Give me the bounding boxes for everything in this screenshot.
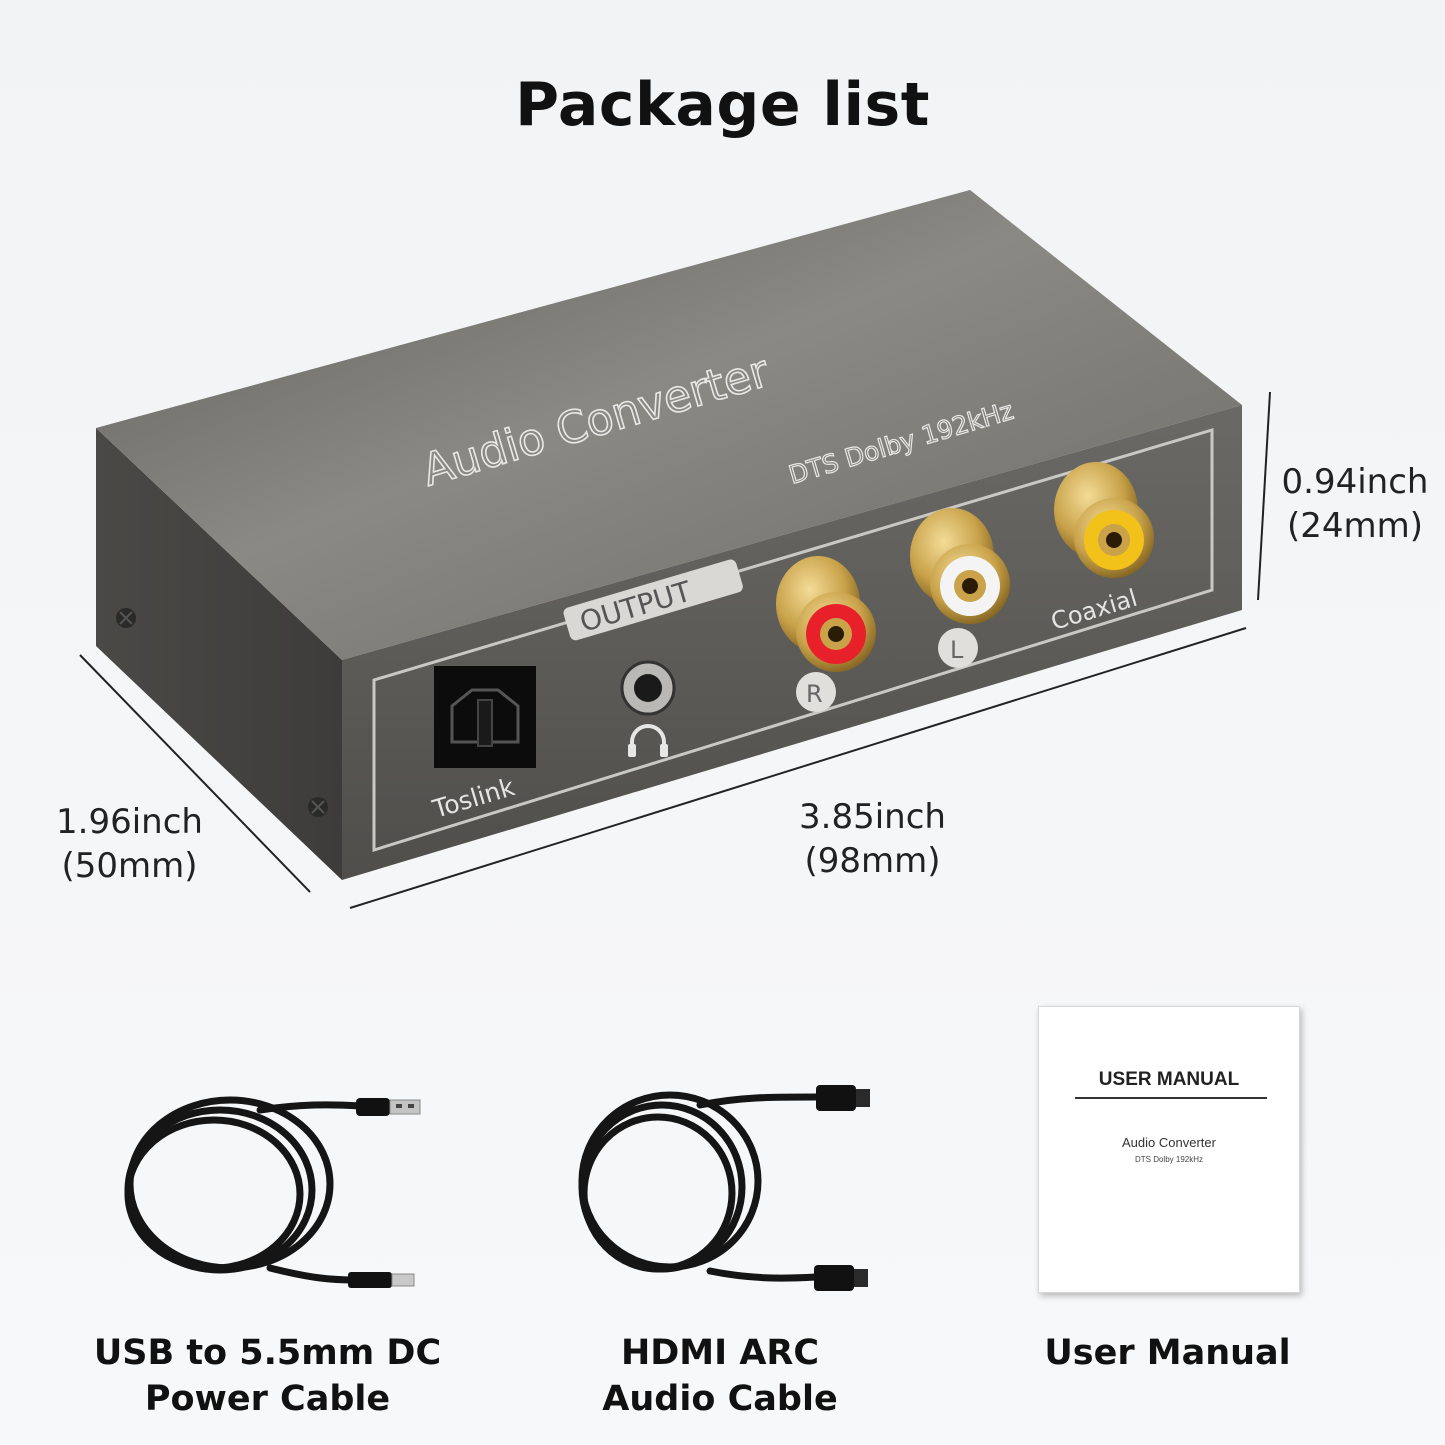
height-inch: 0.94inch — [1281, 462, 1429, 502]
coaxial-port — [1054, 462, 1154, 578]
height-mm: (24mm) — [1286, 506, 1424, 546]
headphone-icon — [630, 724, 666, 752]
audio-converter-device: Audio Converter DTS Dolby 192kHz OUTPUT … — [79, 190, 1271, 909]
usb-plug — [356, 1098, 390, 1116]
height-dimension: 0.94inch (24mm) — [1270, 460, 1440, 548]
caption-line-2: Power Cable — [144, 1379, 391, 1419]
width-dimension: 3.85inch (98mm) — [780, 795, 965, 883]
page-title: Package list — [515, 70, 930, 140]
device-front-face — [342, 405, 1242, 880]
caption-line-1: User Manual — [1044, 1333, 1291, 1373]
item-caption-hdmi-cable: HDMI ARC Audio Cable — [560, 1330, 880, 1422]
screw-icon — [116, 608, 136, 628]
front-panel-border — [372, 427, 1214, 853]
hdmi-plug-bottom — [814, 1265, 854, 1291]
device-top-face — [96, 190, 1242, 660]
dc-plug — [348, 1272, 392, 1288]
device-side-face — [96, 428, 342, 880]
manual-spec: DTS Dolby 192kHz — [1134, 1155, 1204, 1164]
toslink-port-shape — [450, 688, 520, 744]
usb-dc-power-cable — [124, 1096, 421, 1288]
hdmi-arc-cable — [578, 1085, 870, 1291]
width-mm: (98mm) — [804, 841, 941, 881]
caption-line-1: USB to 5.5mm DC — [93, 1333, 442, 1373]
rca-left-label: L — [950, 636, 964, 664]
screw-icon — [308, 797, 328, 817]
width-dimension-line — [349, 627, 1247, 909]
manual-title-rule — [1075, 1097, 1267, 1099]
rca-left-port — [910, 508, 1010, 624]
depth-dimension-line — [79, 654, 311, 893]
height-dimension-line — [1257, 391, 1271, 601]
item-caption-power-cable: USB to 5.5mm DC Power Cable — [70, 1330, 465, 1422]
depth-dimension: 1.96inch (50mm) — [42, 800, 217, 888]
depth-inch: 1.96inch — [56, 802, 203, 842]
depth-mm: (50mm) — [61, 846, 198, 886]
width-inch: 3.85inch — [799, 797, 946, 837]
caption-line-1: HDMI ARC — [620, 1333, 820, 1373]
manual-title: USER MANUAL — [1098, 1069, 1240, 1090]
manual-subtitle: Audio Converter — [1122, 1135, 1216, 1150]
caption-line-2: Audio Cable — [602, 1379, 838, 1419]
hdmi-plug-top — [816, 1085, 856, 1111]
user-manual-booklet: USER MANUAL Audio Converter DTS Dolby 19… — [1038, 1006, 1300, 1293]
item-caption-user-manual: User Manual — [1020, 1330, 1315, 1376]
rca-right-label: R — [806, 680, 823, 708]
rca-right-port — [776, 556, 876, 672]
